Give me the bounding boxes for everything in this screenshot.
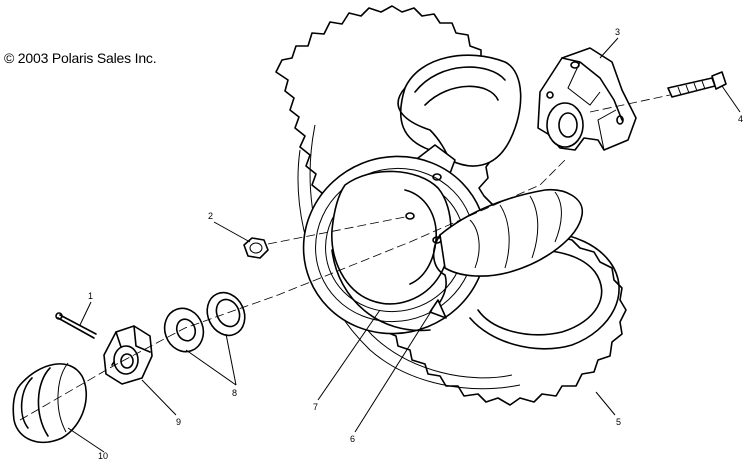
axle-centerline <box>19 159 566 421</box>
lug-centerline <box>267 216 406 245</box>
cotter-pin <box>55 312 97 339</box>
washer-small <box>163 307 205 353</box>
callout-2: 2 <box>208 211 213 221</box>
wheel-stud <box>667 71 727 98</box>
wheel-hub <box>537 47 637 151</box>
callout-9: 9 <box>176 417 181 427</box>
callout-8: 8 <box>232 388 237 398</box>
callout-10: 10 <box>98 451 108 460</box>
wheel-rim <box>302 155 488 335</box>
washer-large <box>206 291 246 337</box>
callout-7: 7 <box>313 402 318 412</box>
lug-nut <box>243 237 269 259</box>
copyright-notice: © 2003 Polaris Sales Inc. <box>4 50 157 66</box>
stud-centerline <box>589 94 671 113</box>
callout-4: 4 <box>738 114 743 124</box>
callout-6: 6 <box>350 434 355 444</box>
castle-nut <box>103 325 153 385</box>
leader-lines <box>67 37 741 453</box>
callout-5: 5 <box>616 417 621 427</box>
tread-liner-lower <box>429 189 583 319</box>
callout-3: 3 <box>615 27 620 37</box>
callout-1: 1 <box>88 291 93 301</box>
